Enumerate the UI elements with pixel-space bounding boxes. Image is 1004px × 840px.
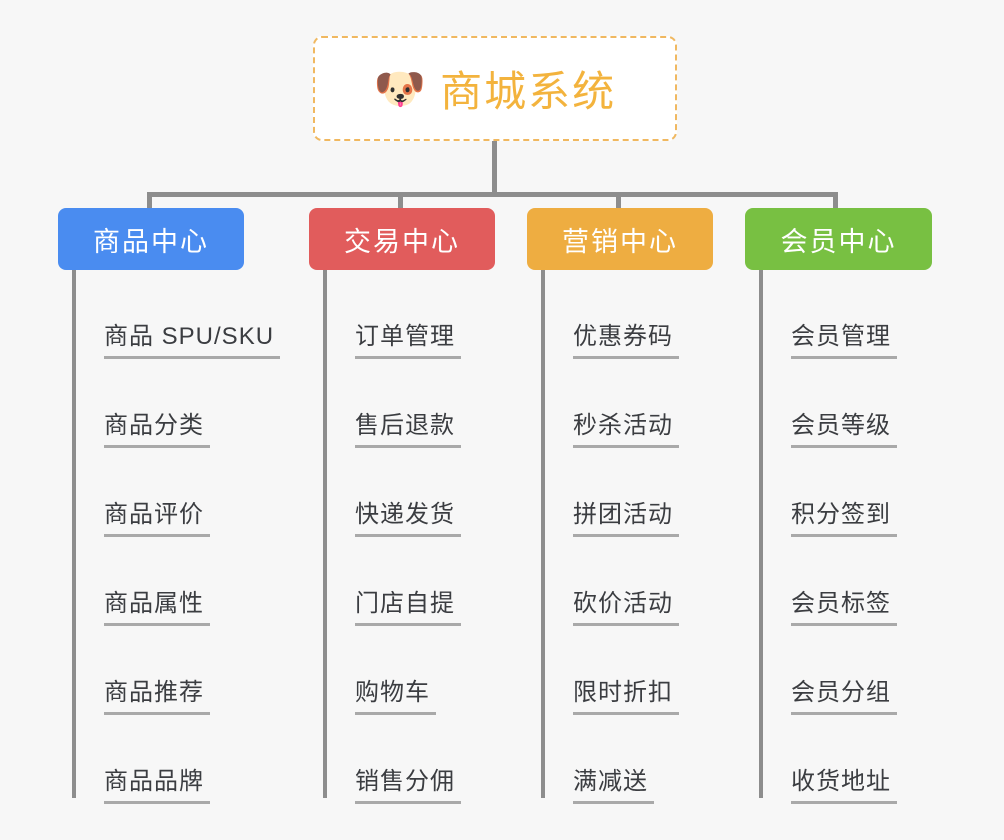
list-item-label: 积分签到 [791, 501, 897, 537]
branch-spine-1 [72, 270, 76, 798]
list-item-label: 会员管理 [791, 323, 897, 359]
branch-header-label-2: 交易中心 [344, 226, 460, 257]
list-item[interactable]: 订单管理 [309, 270, 495, 359]
list-item-label: 商品品牌 [104, 768, 210, 804]
branch-column-2: 交易中心 订单管理 售后退款 快递发货 门店自提 购物车 销售分佣 [309, 208, 495, 804]
list-item[interactable]: 秒杀活动 [527, 359, 713, 448]
connector-horizontal-bus [147, 192, 838, 197]
list-item[interactable]: 积分签到 [745, 448, 932, 537]
list-item[interactable]: 优惠券码 [527, 270, 713, 359]
list-item[interactable]: 商品属性 [58, 537, 244, 626]
dog-face-icon: 🐶 [373, 64, 427, 112]
root-title: 商城系统 [440, 68, 617, 115]
root-node[interactable]: 🐶 商城系统 [313, 36, 677, 141]
list-item-label: 商品属性 [104, 590, 210, 626]
list-item[interactable]: 售后退款 [309, 359, 495, 448]
list-item[interactable]: 会员等级 [745, 359, 932, 448]
list-item[interactable]: 销售分佣 [309, 715, 495, 804]
list-item-label: 限时折扣 [573, 679, 679, 715]
list-item-label: 门店自提 [355, 590, 461, 626]
list-item[interactable]: 会员管理 [745, 270, 932, 359]
list-item[interactable]: 商品品牌 [58, 715, 244, 804]
connector-drop-4 [833, 192, 838, 212]
list-item-label: 砍价活动 [573, 590, 679, 626]
branch-spine-3 [541, 270, 545, 798]
list-item-label: 拼团活动 [573, 501, 679, 537]
branch-column-1: 商品中心 商品 SPU/SKU 商品分类 商品评价 商品属性 商品推荐 商品品牌 [58, 208, 281, 804]
connector-drop-3 [616, 192, 621, 212]
list-item-label: 商品评价 [104, 501, 210, 537]
connector-drop-1 [147, 192, 152, 212]
branch-header-label-3: 营销中心 [562, 226, 678, 257]
list-item[interactable]: 商品 SPU/SKU [58, 270, 281, 359]
list-item[interactable]: 商品分类 [58, 359, 244, 448]
list-item[interactable]: 会员分组 [745, 626, 932, 715]
branch-header-2[interactable]: 交易中心 [309, 208, 495, 270]
list-item[interactable]: 商品评价 [58, 448, 244, 537]
list-item-label: 销售分佣 [355, 768, 461, 804]
list-item[interactable]: 拼团活动 [527, 448, 713, 537]
connector-drop-2 [398, 192, 403, 212]
list-item[interactable]: 满减送 [527, 715, 713, 804]
list-item[interactable]: 快递发货 [309, 448, 495, 537]
branch-items-1: 商品 SPU/SKU 商品分类 商品评价 商品属性 商品推荐 商品品牌 [58, 270, 281, 804]
list-item-label: 会员等级 [791, 412, 897, 448]
list-item[interactable]: 商品推荐 [58, 626, 244, 715]
list-item[interactable]: 限时折扣 [527, 626, 713, 715]
list-item-label: 商品分类 [104, 412, 210, 448]
list-item-label: 会员标签 [791, 590, 897, 626]
list-item-label: 快递发货 [355, 501, 461, 537]
list-item-label: 商品推荐 [104, 679, 210, 715]
list-item-label: 购物车 [355, 679, 436, 715]
list-item[interactable]: 砍价活动 [527, 537, 713, 626]
branch-items-2: 订单管理 售后退款 快递发货 门店自提 购物车 销售分佣 [309, 270, 495, 804]
branch-column-4: 会员中心 会员管理 会员等级 积分签到 会员标签 会员分组 收货地址 [745, 208, 932, 804]
list-item-label: 满减送 [573, 768, 654, 804]
list-item-label: 收货地址 [791, 768, 897, 804]
list-item-label: 秒杀活动 [573, 412, 679, 448]
branch-header-label-4: 会员中心 [780, 226, 897, 257]
list-item-label: 会员分组 [791, 679, 897, 715]
list-item[interactable]: 收货地址 [745, 715, 932, 804]
list-item-label: 订单管理 [355, 323, 461, 359]
list-item-label: 优惠券码 [573, 323, 679, 359]
branch-spine-2 [323, 270, 327, 798]
branch-items-3: 优惠券码 秒杀活动 拼团活动 砍价活动 限时折扣 满减送 [527, 270, 713, 804]
branch-items-4: 会员管理 会员等级 积分签到 会员标签 会员分组 收货地址 [745, 270, 932, 804]
branch-header-3[interactable]: 营销中心 [527, 208, 713, 270]
list-item[interactable]: 购物车 [309, 626, 495, 715]
branch-header-1[interactable]: 商品中心 [58, 208, 244, 270]
list-item-label: 商品 SPU/SKU [104, 323, 281, 359]
branch-header-4[interactable]: 会员中心 [745, 208, 932, 270]
branch-column-3: 营销中心 优惠券码 秒杀活动 拼团活动 砍价活动 限时折扣 满减送 [527, 208, 713, 804]
list-item[interactable]: 会员标签 [745, 537, 932, 626]
branch-spine-4 [759, 270, 763, 798]
list-item-label: 售后退款 [355, 412, 461, 448]
branch-header-label-1: 商品中心 [93, 226, 209, 257]
connector-root-stem [492, 141, 497, 196]
list-item[interactable]: 门店自提 [309, 537, 495, 626]
